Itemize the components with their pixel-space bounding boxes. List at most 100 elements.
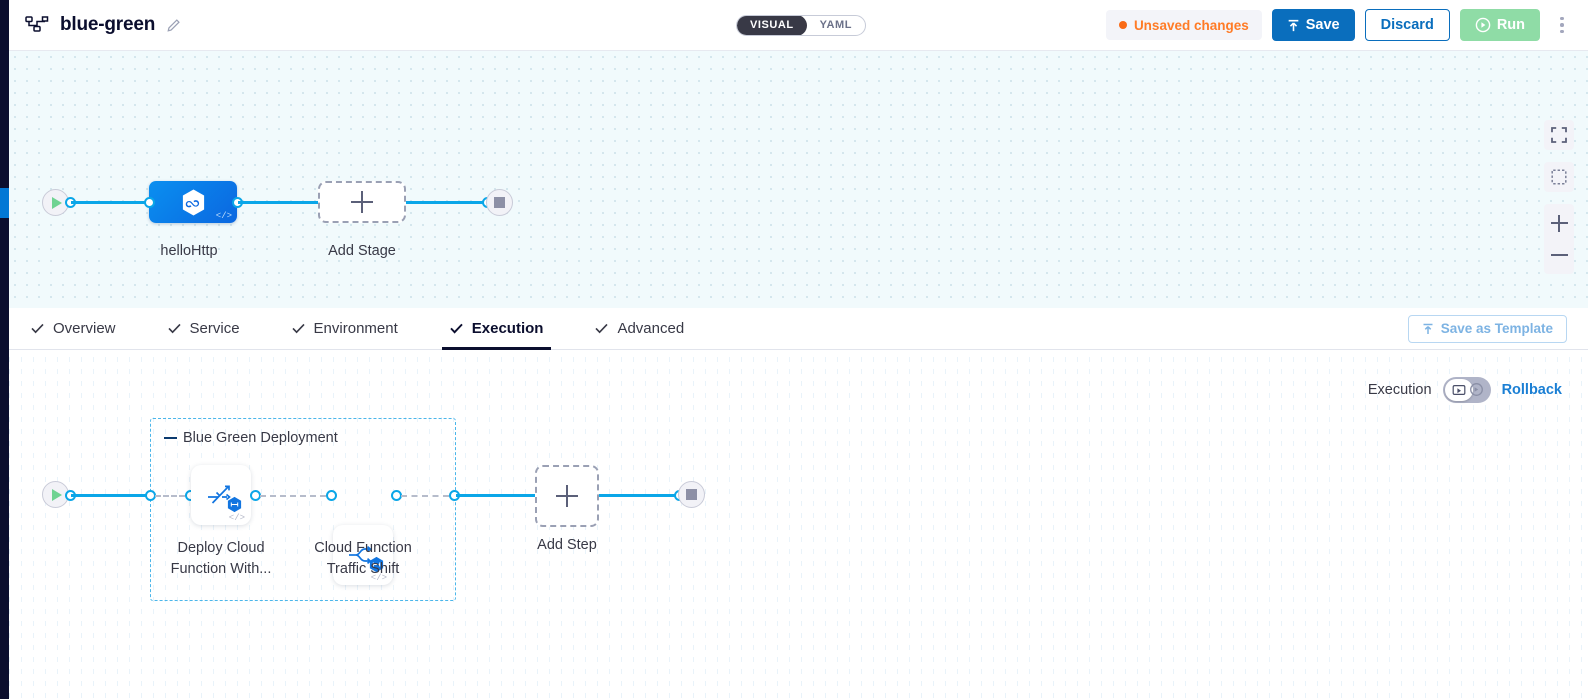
run-button[interactable]: Run	[1459, 9, 1540, 41]
zoom-out-button[interactable]	[1544, 242, 1574, 268]
node-code-badge: </>	[215, 211, 232, 221]
minus-icon	[1550, 254, 1568, 256]
tab-overview[interactable]: Overview	[31, 308, 116, 350]
unsaved-changes-label: Unsaved changes	[1133, 17, 1249, 33]
execution-rollback-toggle[interactable]	[1442, 377, 1491, 403]
left-nav-rail	[0, 0, 9, 699]
tab-advanced-label: Advanced	[617, 320, 685, 337]
hexagon-badge-icon	[227, 496, 242, 513]
check-icon	[595, 323, 609, 334]
add-stage-label: Add Stage	[328, 243, 396, 259]
fullscreen-button[interactable]	[1544, 120, 1574, 150]
step-node-label-2: Cloud Function Traffic Shift	[303, 538, 423, 580]
save-as-template-label: Save as Template	[1440, 321, 1553, 336]
unsaved-changes-badge: Unsaved changes	[1105, 10, 1262, 40]
tab-advanced[interactable]: Advanced	[595, 308, 684, 350]
stage-node-label: helloHttp	[160, 243, 218, 259]
step-label-line1: Cloud Function	[314, 540, 412, 556]
execution-canvas[interactable]: Execution Rollback	[9, 350, 1588, 699]
stop-square-icon	[686, 489, 697, 500]
harness-hexagon-icon	[180, 188, 207, 217]
pencil-icon[interactable]	[166, 18, 181, 33]
step-node-deploy-cloud-function[interactable]: </>	[191, 465, 251, 525]
step-label-line1: Deploy Cloud	[177, 540, 265, 556]
app-header: blue-green VISUAL YAML Unsaved changes	[9, 0, 1588, 51]
execution-edge-dashed-2	[260, 495, 326, 497]
execution-end-node[interactable]	[678, 481, 705, 508]
tab-overview-label: Overview	[53, 320, 116, 337]
step-node-traffic-shift[interactable]: </>	[333, 525, 393, 585]
add-step-button[interactable]	[535, 465, 599, 527]
step-code-badge: </>	[228, 513, 245, 523]
check-icon	[450, 323, 463, 334]
check-icon	[291, 323, 305, 334]
canvas-controls	[1544, 120, 1574, 274]
plus-icon	[556, 485, 578, 507]
zoom-in-button[interactable]	[1544, 210, 1574, 236]
tab-environment[interactable]: Environment	[291, 308, 398, 350]
stage-end-node[interactable]	[486, 189, 513, 216]
stage-group-blue-green[interactable]: Blue Green Deployment	[150, 418, 456, 601]
save-as-template-button[interactable]: Save as Template	[1407, 314, 1567, 343]
stop-square-icon	[494, 197, 505, 208]
execution-edge-dashed-1	[155, 495, 185, 497]
plus-icon	[351, 191, 373, 213]
tab-service[interactable]: Service	[167, 308, 240, 350]
header-left-group: blue-green	[25, 14, 181, 36]
pipeline-tab-bar: Overview Service Environment Execution A…	[9, 308, 1588, 350]
execution-edge-1	[71, 494, 147, 497]
play-circle-icon	[1475, 17, 1491, 33]
selection-box-button[interactable]	[1544, 162, 1574, 192]
step-node-label-1: Deploy Cloud Function With...	[161, 538, 281, 580]
deploy-cloud-function-icon	[208, 485, 231, 504]
collapse-dash-icon[interactable]	[164, 436, 177, 440]
stage-group-title: Blue Green Deployment	[164, 430, 338, 446]
save-button-label: Save	[1305, 17, 1340, 33]
dashed-square-icon	[1551, 169, 1567, 185]
execution-edge-3	[599, 494, 683, 497]
add-step-label: Add Step	[537, 537, 597, 553]
check-icon	[167, 323, 181, 334]
stage-start-node[interactable]	[42, 189, 69, 216]
upload-icon	[1287, 19, 1300, 32]
tab-environment-label: Environment	[313, 320, 398, 337]
execution-edge-2	[456, 494, 535, 497]
stage-group-title-label: Blue Green Deployment	[183, 430, 338, 446]
run-button-label: Run	[1496, 17, 1525, 33]
step-label-line2: Function With...	[170, 561, 272, 577]
step-label-line2: Traffic Shift	[326, 561, 400, 577]
view-mode-toggle[interactable]: VISUAL YAML	[736, 15, 866, 36]
stage-canvas[interactable]: </> helloHttp Add Stage	[9, 51, 1588, 308]
save-button[interactable]: Save	[1271, 9, 1355, 41]
stage-edge-1	[71, 201, 151, 204]
hexagon-badge-icon	[369, 556, 384, 573]
stage-node-hellohttp[interactable]: </>	[149, 181, 237, 223]
play-triangle-icon	[52, 196, 62, 209]
page-title: blue-green	[60, 14, 156, 35]
plus-icon	[1550, 214, 1568, 232]
tab-execution-label: Execution	[471, 320, 544, 337]
toggle-visual[interactable]: VISUAL	[737, 16, 807, 35]
tab-execution[interactable]: Execution	[441, 308, 552, 350]
execution-label: Execution	[1367, 382, 1432, 398]
discard-button[interactable]: Discard	[1364, 9, 1450, 41]
step-code-badge: </>	[370, 573, 387, 583]
toggle-yaml[interactable]: YAML	[819, 19, 852, 31]
template-upload-icon	[1423, 323, 1433, 334]
check-icon	[31, 323, 44, 334]
kebab-menu-icon[interactable]	[1550, 10, 1574, 40]
step2-in-port[interactable]	[326, 490, 337, 501]
stage-node-in-port[interactable]	[144, 197, 155, 208]
add-stage-button[interactable]	[318, 181, 406, 223]
stage-edge-3	[406, 201, 490, 204]
execution-start-node[interactable]	[42, 481, 69, 508]
tab-service-label: Service	[189, 320, 240, 337]
rollback-link[interactable]: Rollback	[1501, 382, 1562, 398]
pipeline-icon	[25, 15, 49, 35]
unsaved-dot-icon	[1118, 21, 1127, 29]
header-actions: Unsaved changes Save Discard	[1105, 9, 1574, 41]
rollback-icon	[1469, 383, 1483, 396]
toggle-knob	[1444, 379, 1473, 401]
zoom-controls	[1544, 204, 1574, 274]
